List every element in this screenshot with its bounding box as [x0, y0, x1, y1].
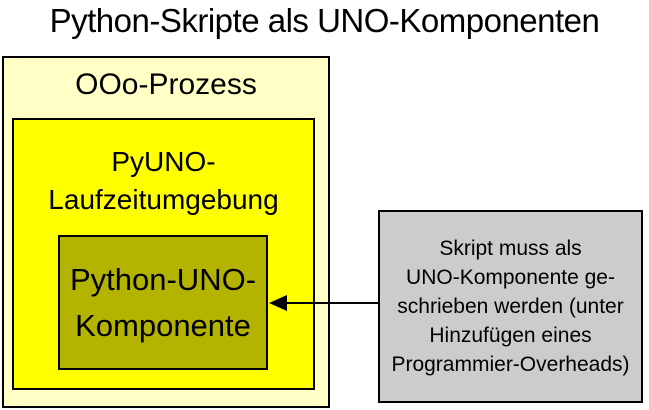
ooo-prozess-box: OOo-Prozess PyUNO- Laufzeitumgebung Pyth… — [2, 56, 330, 408]
pyuno-runtime-label-line1: PyUNO- — [111, 146, 216, 177]
pyuno-runtime-label: PyUNO- Laufzeitumgebung — [14, 120, 313, 219]
note-box: Skript muss als UNO-Komponente ge- schri… — [378, 210, 643, 403]
diagram-title: Python-Skripte als UNO-Komponenten — [49, 2, 600, 39]
note-line-1: Skript muss als — [439, 237, 582, 260]
python-uno-component-box: Python-UNO- Komponente — [58, 235, 268, 370]
note-line-4: Hinzufügen eines — [429, 324, 592, 347]
arrow-shaft — [285, 302, 378, 304]
ooo-prozess-label: OOo-Prozess — [75, 68, 257, 101]
note-line-2: UNO-Komponente ge- — [406, 266, 615, 289]
pyuno-runtime-label-line2: Laufzeitumgebung — [48, 184, 279, 215]
python-uno-component-label-line2: Komponente — [75, 307, 251, 343]
arrow-left-icon — [269, 295, 287, 311]
python-uno-component-label-line1: Python-UNO- — [69, 261, 257, 297]
note-line-3: schrieben werden (unter — [397, 295, 624, 318]
pyuno-runtime-box: PyUNO- Laufzeitumgebung Python-UNO- Komp… — [12, 118, 315, 390]
note-line-5: Programmier-Overheads) — [391, 353, 630, 376]
